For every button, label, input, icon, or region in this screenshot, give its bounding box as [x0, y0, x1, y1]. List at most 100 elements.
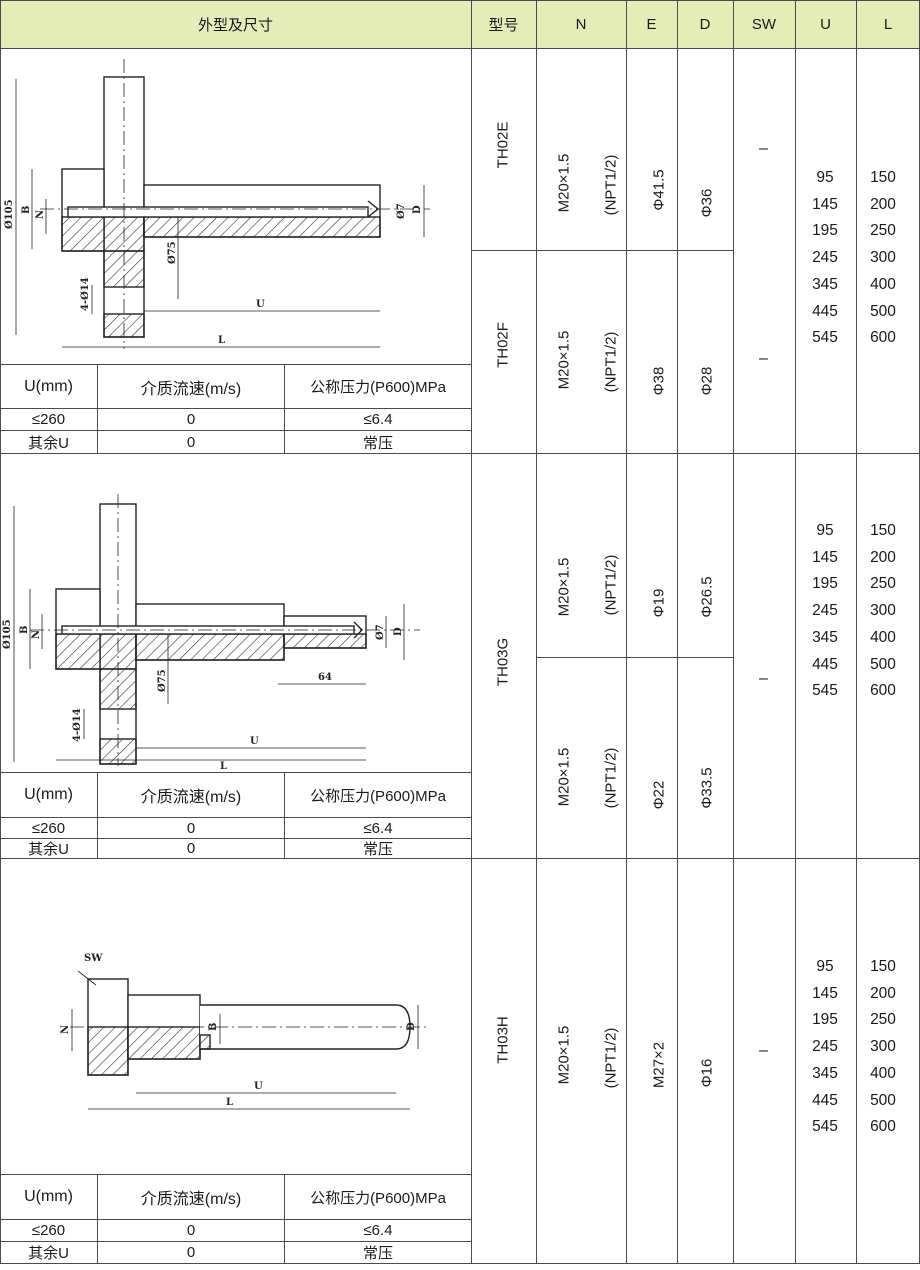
grid-line [97, 772, 98, 858]
l-value: 300 [870, 249, 896, 267]
dim-label: U [256, 299, 265, 310]
grid-line [0, 453, 920, 454]
grid-line [0, 817, 471, 818]
dim-label: B [19, 626, 30, 634]
e-value: Φ41.5 [650, 169, 668, 211]
grid-line [0, 1219, 471, 1220]
header-e: E [626, 0, 677, 48]
n-alt: (NPT1/2) [602, 554, 620, 616]
l-value: 300 [870, 602, 896, 620]
dim-label: Ø75 [157, 669, 168, 692]
sw-value: – [759, 670, 768, 687]
u-value: 245 [812, 1038, 838, 1056]
l-value: 500 [870, 1091, 896, 1109]
d-value: Φ16 [698, 1058, 716, 1088]
grid-line [284, 1174, 285, 1263]
grid-line [284, 772, 285, 858]
spec-header-flow: 介质流速(m/s) [140, 380, 242, 398]
spec-cell: ≤6.4 [363, 819, 393, 837]
spec-header-flow: 介质流速(m/s) [140, 789, 242, 806]
sw-value: – [759, 1042, 768, 1059]
n-alt: (NPT1/2) [602, 1027, 620, 1089]
grid-line [795, 0, 796, 1264]
spec-cell: ≤260 [31, 411, 66, 428]
grid-line [0, 1174, 471, 1175]
dim-label: L [220, 761, 227, 770]
n-main: M20×1.5 [555, 747, 573, 807]
dim-label: D [393, 627, 404, 636]
u-value: 145 [812, 984, 838, 1002]
grid-line [471, 0, 472, 1264]
spec-cell: 0 [186, 1222, 196, 1239]
header-shape: 外型及尺寸 [0, 0, 471, 48]
grid-line [0, 838, 471, 839]
n-main: M20×1.5 [555, 153, 573, 213]
grid-line [0, 364, 471, 365]
header-model: 型号 [471, 0, 536, 48]
l-value: 150 [870, 169, 896, 186]
dim-label: Ø7 [375, 624, 386, 640]
spec-cell: 0 [186, 411, 196, 428]
e-value: Φ19 [650, 588, 668, 618]
u-value: 245 [812, 249, 838, 267]
spec-cell: 0 [186, 819, 196, 837]
l-value: 250 [870, 222, 896, 240]
dim-label: L [226, 1097, 233, 1108]
u-value: 445 [812, 302, 838, 320]
u-values: 95 145 195 245 345 445 545 [800, 518, 850, 705]
spec-cell: 其余U [28, 434, 69, 452]
grid-line [0, 0, 1, 1264]
grid-line [0, 772, 471, 773]
d-value: Φ33.5 [698, 767, 716, 809]
header-u: U [795, 0, 856, 48]
technical-drawing-th02: Ø105 B N Ø75 4-Ø14 U L Ø7 D [4, 59, 430, 349]
grid-line [0, 48, 920, 49]
l-value: 400 [870, 1064, 896, 1082]
u-value: 95 [816, 958, 834, 975]
spec-header-u: U(mm) [24, 786, 73, 803]
l-value: 600 [870, 1118, 896, 1136]
spec-cell: ≤260 [31, 819, 66, 837]
n-main: M20×1.5 [555, 330, 573, 390]
model-name: TH02E [494, 121, 512, 169]
dim-label: U [254, 1081, 263, 1092]
l-values: 150 200 250 300 400 500 600 [858, 954, 908, 1141]
model-name: TH03G [494, 637, 512, 687]
u-value: 545 [812, 329, 838, 347]
spec-cell: 其余U [28, 1245, 69, 1262]
u-value: 95 [816, 522, 834, 539]
l-value: 600 [870, 329, 896, 347]
grid-line [0, 858, 920, 859]
grid-line [0, 1241, 471, 1242]
spec-header-pressure: 公称压力(P600)MPa [310, 787, 446, 805]
dim-label: Ø105 [2, 619, 13, 649]
grid-line [284, 364, 285, 453]
header-l: L [856, 0, 920, 48]
u-value: 545 [812, 682, 838, 700]
u-value: 195 [812, 222, 838, 240]
u-value: 95 [816, 169, 834, 186]
header-sw: SW [733, 0, 795, 48]
spec-cell: ≤6.4 [363, 1222, 393, 1239]
spec-header-pressure: 公称压力(P600)MPa [310, 1189, 446, 1207]
l-value: 500 [870, 655, 896, 673]
l-value: 600 [870, 682, 896, 700]
sw-value: – [759, 350, 768, 367]
spec-header-flow: 介质流速(m/s) [140, 1191, 242, 1208]
grid-line [856, 0, 857, 1264]
grid-line [677, 0, 678, 1264]
dim-label: Ø75 [167, 241, 178, 264]
dim-label: 4-Ø14 [80, 277, 91, 311]
u-value: 195 [812, 1011, 838, 1029]
grid-line [0, 430, 471, 431]
dim-label: Ø7 [396, 203, 407, 219]
grid-line [97, 364, 98, 453]
grid-line [97, 1174, 98, 1263]
technical-drawing-th03g: Ø105 B N Ø75 4-Ø14 64 U L Ø7 D [2, 494, 420, 770]
header-n: N [536, 0, 626, 48]
dim-label: N [60, 1025, 71, 1034]
l-value: 250 [870, 1011, 896, 1029]
l-values: 150 200 250 300 400 500 600 [858, 518, 908, 705]
l-value: 150 [870, 522, 896, 539]
